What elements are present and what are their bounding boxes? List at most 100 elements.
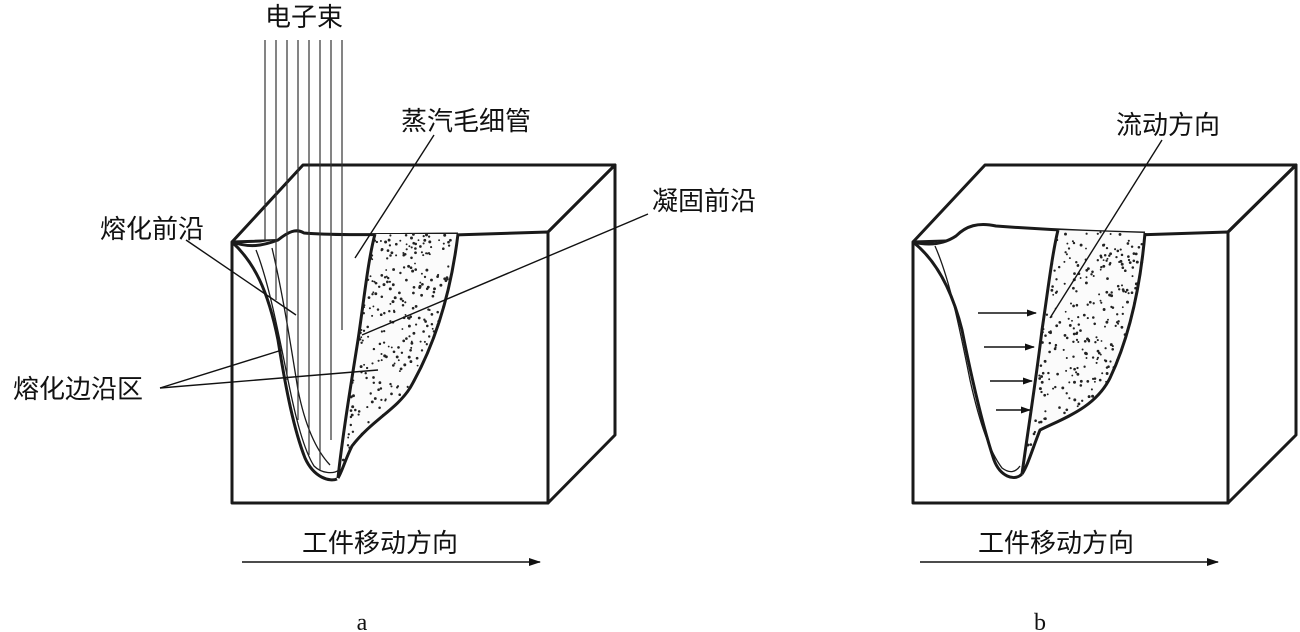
speckle-dot: [1075, 331, 1079, 334]
speckle-dot: [407, 355, 411, 359]
speckle-dot: [437, 273, 440, 277]
speckle-dot: [1065, 336, 1069, 340]
solidification-front-b: [1020, 229, 1060, 475]
speckle-dot: [1058, 406, 1061, 409]
speckle-dot: [409, 266, 413, 270]
speckle-dot: [390, 346, 393, 349]
speckle-dot: [409, 360, 413, 364]
speckle-dot: [1073, 272, 1076, 275]
speckle-dot: [1081, 348, 1084, 351]
speckle-dot: [397, 359, 400, 362]
speckle-dot: [416, 364, 419, 367]
speckle-dot: [373, 397, 377, 400]
speckle-dot: [425, 233, 428, 237]
speckle-dot: [1107, 318, 1109, 321]
speckle-dot: [1120, 284, 1124, 287]
speckle-dot: [430, 278, 433, 282]
speckle-dot: [1066, 242, 1069, 245]
speckle-dot: [1116, 284, 1120, 288]
speckle-dot: [1109, 343, 1113, 347]
speckle-dot: [447, 240, 450, 244]
speckle-dot: [374, 292, 378, 296]
speckle-dot: [411, 306, 415, 310]
speckle-dot: [1056, 372, 1059, 376]
speckle-dot: [414, 262, 416, 265]
speckle-dot: [398, 291, 401, 295]
speckle-dot: [1065, 369, 1068, 372]
speckle-dot: [1039, 420, 1043, 424]
panel-b: 流动方向 工件移动方向 b: [911, 111, 1298, 632]
speckle-dot: [379, 240, 382, 242]
speckle-dot: [1054, 343, 1058, 347]
speckle-dot: [383, 354, 387, 358]
caption-b: b: [1034, 610, 1046, 632]
capillary-wall-a: [271, 247, 331, 466]
speckle-dot: [377, 285, 381, 289]
speckle-dot: [1075, 303, 1079, 307]
speckle-dot: [414, 268, 418, 271]
speckle-dot: [433, 287, 436, 291]
speckle-dot: [1071, 374, 1074, 377]
speckle-dot: [1055, 324, 1059, 328]
speckle-dot: [1079, 329, 1082, 332]
speckle-dot: [1086, 380, 1090, 383]
speckle-dot: [404, 313, 407, 316]
speckle-dot: [1076, 264, 1080, 267]
speckle-dot: [428, 253, 431, 256]
speckle-dot: [1115, 255, 1118, 259]
speckle-dot: [1092, 302, 1095, 305]
speckle-dot: [1096, 339, 1099, 342]
speckle-dot: [399, 297, 403, 301]
speckle-dot: [366, 325, 369, 329]
speckle-dot: [1109, 252, 1112, 256]
speckle-dot: [1032, 432, 1036, 436]
speckle-dot: [431, 327, 434, 330]
speckle-dot: [1119, 259, 1123, 263]
speckle-dot: [389, 254, 392, 257]
speckle-dot: [1052, 293, 1055, 296]
speckle-dot: [1079, 243, 1083, 247]
speckle-dot: [431, 294, 435, 298]
speckle-dot: [1121, 306, 1124, 309]
speckle-dot: [1134, 252, 1138, 256]
speckle-dot: [1044, 417, 1047, 421]
speckle-dot: [1115, 321, 1119, 324]
label-solidification-front: 凝固前沿: [652, 187, 756, 217]
speckle-dot: [384, 240, 388, 244]
speckle-dot: [387, 238, 391, 242]
speckle-dot: [1065, 392, 1068, 395]
solid-dots-a: [338, 233, 452, 474]
speckle-dot: [1055, 278, 1058, 281]
speckle-dot: [398, 370, 401, 373]
speckle-dot: [1132, 252, 1136, 255]
speckle-dot: [415, 356, 419, 360]
speckle-dot: [389, 302, 392, 305]
speckle-dot: [390, 251, 394, 255]
speckle-dot: [1063, 333, 1067, 337]
speckle-dot: [1111, 306, 1115, 309]
speckle-dot: [372, 291, 375, 294]
speckle-dot: [401, 299, 405, 303]
speckle-dot: [367, 421, 370, 424]
speckle-dot: [1091, 270, 1094, 274]
speckle-dot: [371, 362, 374, 365]
speckle-dot: [438, 239, 441, 242]
speckle-dot: [1124, 290, 1127, 294]
speckle-dot: [1119, 248, 1122, 251]
speckle-dot: [357, 413, 360, 416]
speckle-dot: [1088, 300, 1092, 304]
speckle-dot: [1064, 310, 1067, 313]
speckle-dot: [384, 399, 387, 402]
speckle-dot: [360, 336, 363, 339]
speckle-dot: [383, 329, 386, 333]
speckle-dot: [1044, 334, 1047, 337]
speckle-dot: [414, 305, 418, 308]
speckle-dot: [1099, 299, 1102, 302]
speckle-dot: [387, 345, 390, 348]
speckle-dot: [1099, 268, 1102, 271]
speckle-dot: [410, 341, 414, 345]
speckle-dot: [1057, 265, 1061, 269]
speckle-dot: [1049, 331, 1052, 335]
speckle-dot: [393, 362, 396, 365]
speckle-dot: [424, 320, 427, 323]
